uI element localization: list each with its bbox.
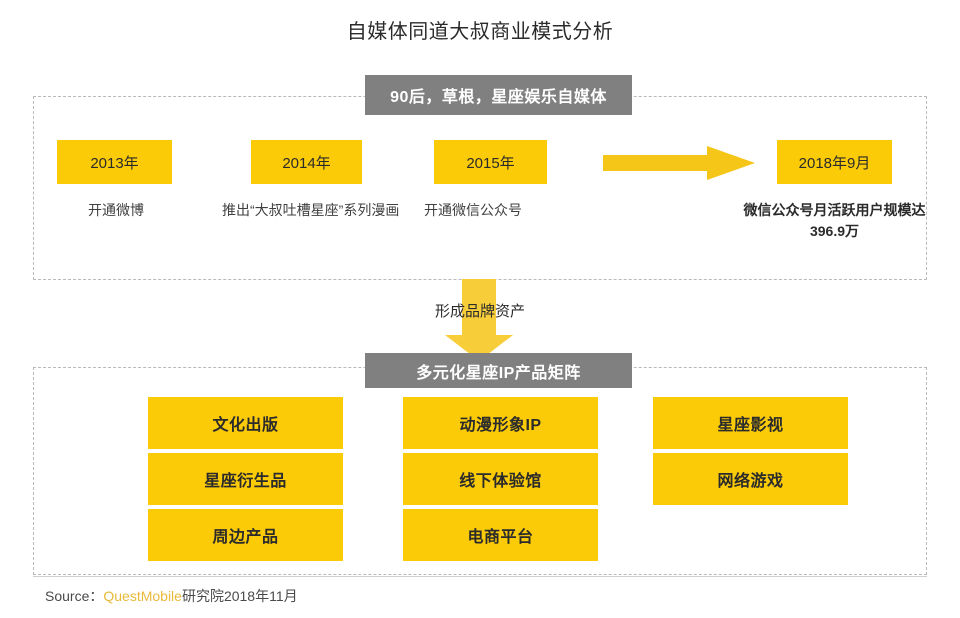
matrix-tile[interactable]: 线下体验馆 [403, 453, 598, 505]
matrix-tile[interactable]: 星座衍生品 [148, 453, 343, 505]
timeline-chip-2015: 2015年 [434, 140, 547, 184]
source-prefix: Source： [45, 588, 104, 604]
timeline-chip-2014: 2014年 [251, 140, 362, 184]
matrix-tile[interactable]: 动漫形象IP [403, 397, 598, 449]
matrix-column-3: 星座影视 网络游戏 [653, 397, 848, 505]
footer-divider [33, 576, 927, 577]
source-line: Source：QuestMobile研究院2018年11月 [45, 586, 298, 606]
timeline-chip-2013: 2013年 [57, 140, 172, 184]
matrix-tile[interactable]: 星座影视 [653, 397, 848, 449]
timeline-caption-2014: 推出“大叔吐槽星座”系列漫画 [222, 202, 400, 218]
timeline-caption-2015: 开通微信公众号 [424, 202, 522, 218]
matrix-tile[interactable]: 文化出版 [148, 397, 343, 449]
source-brand: QuestMobile [103, 588, 182, 604]
page-title: 自媒体同道大叔商业模式分析 [346, 21, 614, 43]
matrix-column-2: 动漫形象IP 线下体验馆 电商平台 [403, 397, 598, 561]
timeline-chip-2018-09: 2018年9月 [777, 140, 892, 184]
timeline-caption-2013: 开通微博 [88, 202, 144, 218]
matrix-tile[interactable]: 网络游戏 [653, 453, 848, 505]
matrix-banner: 多元化星座IP产品矩阵 [365, 353, 632, 388]
arrow-down-icon [445, 279, 513, 361]
matrix-tile[interactable]: 电商平台 [403, 509, 598, 561]
matrix-tile[interactable]: 周边产品 [148, 509, 343, 561]
brand-asset-label: 形成品牌资产 [434, 303, 525, 320]
timeline-caption-2018-09: 微信公众号月活跃用户规模达396.9万 [743, 202, 926, 239]
arrow-right-icon [603, 146, 755, 180]
matrix-column-1: 文化出版 星座衍生品 周边产品 [148, 397, 343, 561]
source-suffix: 研究院2018年11月 [181, 588, 298, 604]
timeline-banner: 90后，草根，星座娱乐自媒体 [365, 75, 632, 115]
timeline-panel [33, 96, 927, 280]
